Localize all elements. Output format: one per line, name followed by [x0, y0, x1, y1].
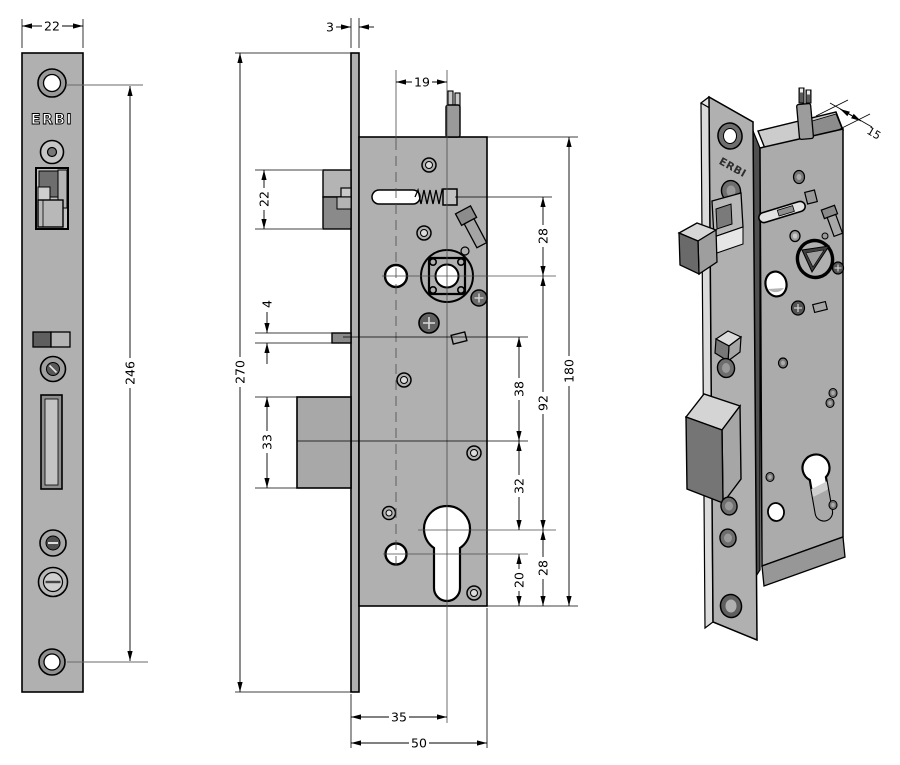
dim-case-depth: 50 [351, 736, 487, 751]
isometric-view: ERBI [677, 87, 883, 642]
dim-faceplate-width: 22 [21, 19, 84, 48]
adjust-screw-large [37, 566, 69, 598]
svg-text:33: 33 [260, 434, 275, 450]
spindle-follower-iso [795, 238, 835, 280]
faceplate-side [350, 52, 360, 693]
svg-text:4: 4 [260, 300, 275, 308]
svg-text:50: 50 [411, 736, 427, 751]
adjust-screw-small [39, 529, 67, 557]
cylinder-fix-screw [39, 355, 67, 383]
small-screw-hole [39, 139, 65, 165]
dim-hole-spacing: 246 [66, 84, 148, 663]
phillips-screw-iso [790, 300, 806, 316]
cable-iso [796, 87, 815, 141]
svg-text:22: 22 [44, 19, 60, 34]
dim-deadbolt-to-cylinder: 32 [511, 441, 527, 530]
spring-slot-iso [758, 200, 806, 224]
spring [414, 187, 446, 205]
dim-faceplate-length: 270 [232, 53, 248, 692]
screw-hole-iso [720, 496, 738, 516]
svg-text:35: 35 [391, 710, 407, 725]
phillips-screw [470, 289, 488, 307]
dim-case-top-to-axis: 28 [535, 197, 551, 276]
rivet [396, 372, 412, 388]
phillips-screw-iso [831, 261, 845, 275]
lever-pin-iso [821, 232, 829, 240]
svg-text:22: 22 [257, 191, 272, 207]
rivet [416, 225, 432, 241]
euro-cylinder-iso [801, 453, 834, 522]
svg-text:28: 28 [536, 560, 551, 576]
handle-hole-upper-iso [764, 270, 788, 298]
svg-text:15: 15 [864, 124, 883, 142]
dim-axis-to-cylinder: 92 [535, 276, 551, 530]
case-bottom-face [761, 536, 846, 587]
top-mount-hole [37, 68, 67, 98]
stop-block-iso [803, 189, 819, 205]
dim-cylinder-to-case-bottom: 28 [535, 530, 551, 606]
phillips-screw [418, 312, 440, 334]
bottom-mount-hole-iso [719, 593, 743, 619]
aux-bolt-side [331, 332, 352, 344]
svg-text:270: 270 [233, 360, 248, 384]
cable [445, 90, 461, 138]
hole-iso [828, 387, 838, 399]
hole-iso [828, 499, 838, 511]
rivet [466, 445, 482, 461]
deadbolt-iso [684, 393, 742, 506]
dim-deadbolt-height: 33 [259, 397, 275, 488]
hole-iso [777, 357, 789, 369]
contact-plate [450, 331, 468, 345]
deadbolt-cutout [40, 394, 63, 490]
svg-text:38: 38 [512, 381, 527, 397]
spring-slot [371, 187, 458, 206]
switch-lever [454, 205, 488, 249]
dim-latch-height: 22 [256, 170, 272, 229]
rivet [466, 585, 482, 601]
dim-faceplate-thickness: 3 [326, 20, 374, 35]
svg-text:19: 19 [414, 75, 430, 90]
front-view: ERBI [21, 19, 148, 693]
lever-pin [460, 246, 470, 256]
dim-hole-to-case-bottom: 20 [511, 554, 527, 606]
latch-bolt-side [322, 169, 352, 230]
aux-bolt-front [32, 331, 71, 348]
aux-bolt-iso [714, 330, 743, 363]
hole-iso [792, 169, 806, 185]
dim-axis-to-cable: 19 [396, 75, 447, 90]
svg-text:28: 28 [536, 228, 551, 244]
svg-text:32: 32 [512, 478, 527, 494]
screw-hole-iso [716, 357, 736, 379]
hole-iso [825, 397, 835, 409]
svg-text:3: 3 [326, 20, 334, 35]
rivet [381, 505, 397, 521]
bottom-mount-hole [38, 648, 66, 676]
top-mount-hole-iso [717, 122, 743, 150]
dim-case-thickness: 15 [815, 99, 883, 143]
latch-bolt-front [35, 167, 69, 230]
svg-text:180: 180 [562, 359, 577, 383]
rivet-iso [789, 229, 801, 243]
dim-aux-bolt: 4 [260, 300, 275, 364]
svg-text:92: 92 [536, 395, 551, 411]
screw-hole-iso [719, 528, 737, 548]
rivet [421, 157, 437, 173]
svg-text:246: 246 [123, 361, 138, 385]
latch-bolt-iso [677, 192, 744, 276]
svg-text:20: 20 [512, 572, 527, 588]
stop-block [442, 188, 458, 206]
dim-backset: 35 [351, 710, 447, 725]
handle-hole-lower-iso [767, 502, 785, 522]
contact-plate-iso [811, 300, 829, 314]
brand-logo-front: ERBI [31, 112, 73, 128]
dim-case-height: 180 [561, 137, 577, 606]
side-view: 3 19 22 4 33 270 [232, 18, 578, 751]
deadbolt-side [296, 396, 352, 489]
dim-tab-to-deadbolt: 38 [511, 337, 527, 441]
hole-iso [765, 471, 775, 483]
switch-lever-iso [820, 204, 844, 238]
